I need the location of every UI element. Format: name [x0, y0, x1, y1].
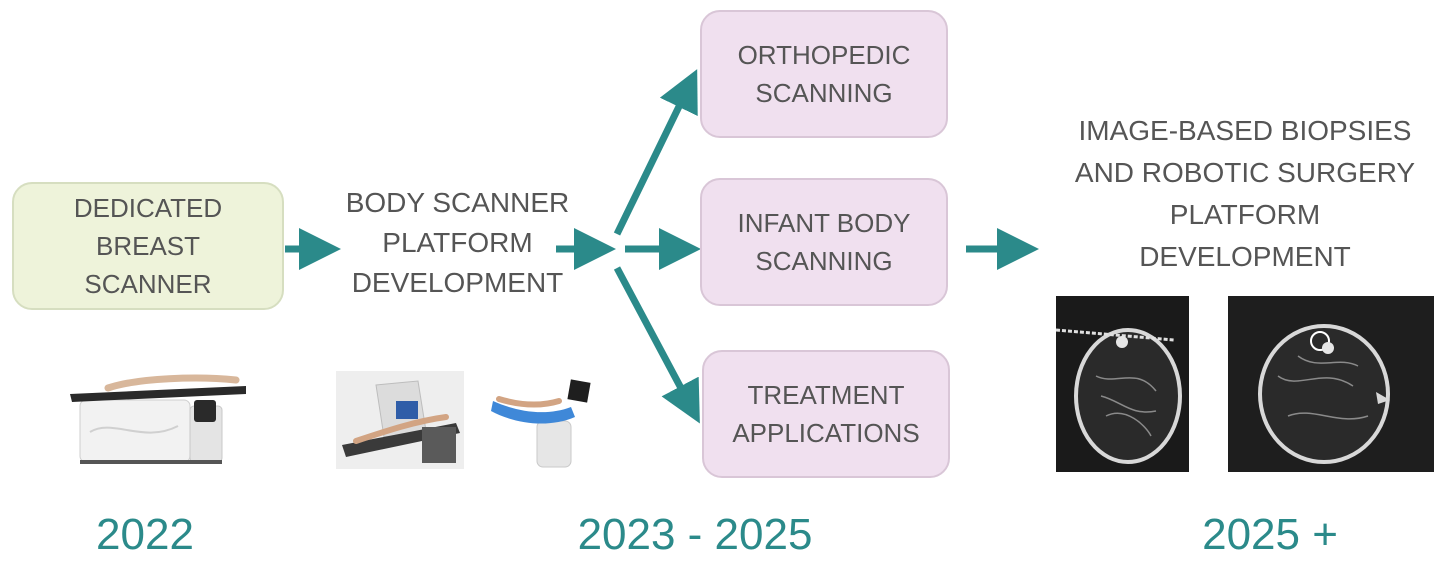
node-body-scanner-platform: BODY SCANNER PLATFORM DEVELOPMENT — [345, 187, 570, 298]
node-treatment-applications: TREATMENT APPLICATIONS — [702, 350, 950, 478]
arrow-to-treatment — [613, 266, 700, 424]
mri-biopsy-image-right — [1228, 296, 1434, 472]
node-orthopedic-scanning: ORTHOPEDIC SCANNING — [700, 10, 948, 138]
node-image-based-biopsies: IMAGE-BASED BIOPSIES AND ROBOTIC SURGERY… — [1074, 115, 1416, 272]
year-2023-2025: 2023 - 2025 — [577, 510, 813, 559]
node-dedicated-breast-scanner: DEDICATED BREAST SCANNER — [12, 182, 284, 310]
node-label: INFANT BODY SCANNING — [737, 208, 911, 276]
year-2025-plus: 2025 + — [1202, 510, 1338, 559]
node-label: DEDICATED BREAST SCANNER — [73, 193, 223, 299]
year-2022: 2022 — [96, 510, 194, 559]
mri-biopsy-image-left — [1056, 296, 1189, 472]
node-label: ORTHOPEDIC SCANNING — [737, 40, 911, 108]
node-infant-body-scanning: INFANT BODY SCANNING — [700, 178, 948, 306]
breast-scanner-image — [70, 374, 246, 464]
body-scanner-image — [336, 371, 464, 469]
body-scanner-chair-image — [491, 379, 591, 468]
arrow-to-orthopedic — [613, 69, 698, 236]
node-label: TREATMENT APPLICATIONS — [732, 380, 920, 448]
